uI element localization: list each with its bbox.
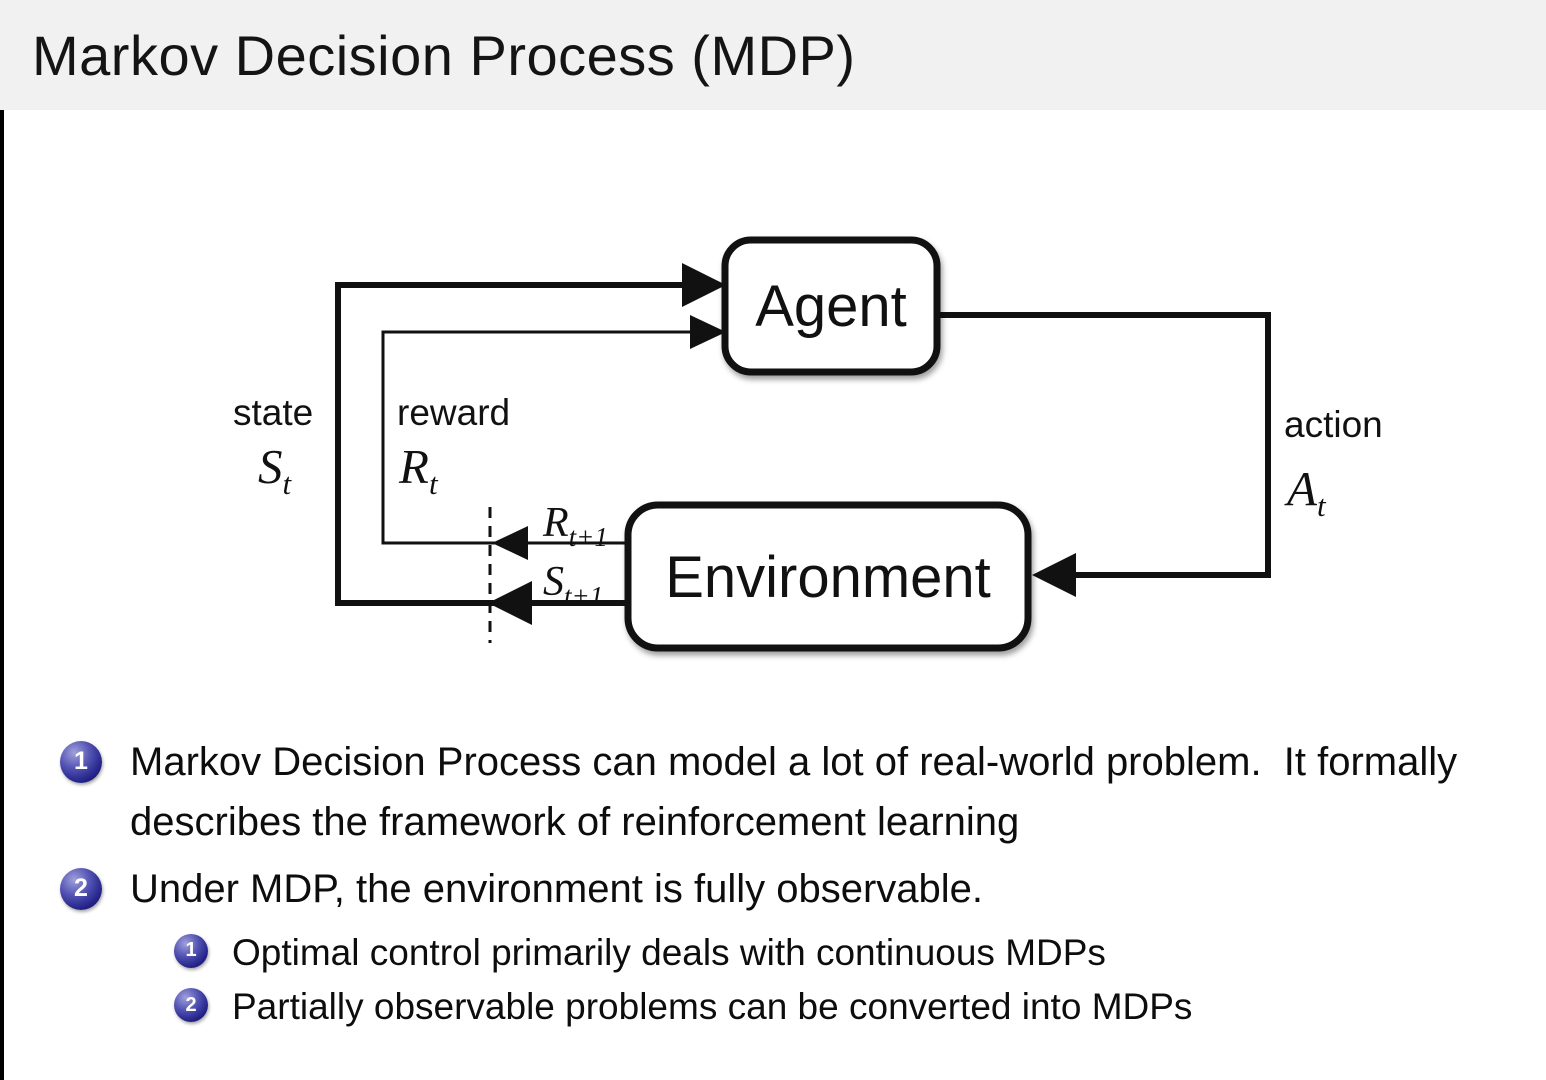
reward-label: reward xyxy=(397,392,510,433)
slide-left-border xyxy=(0,0,4,1080)
state-next-arrowhead-icon xyxy=(488,581,532,625)
action-symbol: At xyxy=(1284,461,1327,523)
list-item-text: Under MDP, the environment is fully obse… xyxy=(130,867,984,911)
sub-list-item: 1 Optimal control primarily deals with c… xyxy=(174,926,1466,980)
list-item: 1 Markov Decision Process can model a lo… xyxy=(60,732,1466,852)
state-into-agent-arrowhead-icon xyxy=(682,263,726,307)
environment-box-label: Environment xyxy=(665,545,991,610)
reward-symbol: Rt xyxy=(398,439,439,501)
slide-title-bar: Markov Decision Process (MDP) xyxy=(0,0,1546,110)
action-label: action xyxy=(1284,404,1383,445)
enumeration-ball-1: 1 xyxy=(60,741,102,783)
page-title: Markov Decision Process (MDP) xyxy=(32,23,856,87)
sub-list-item-text: Partially observable problems can be con… xyxy=(232,986,1193,1028)
sub-bullet-list: 1 Optimal control primarily deals with c… xyxy=(174,926,1466,1035)
reward-into-agent-arrowhead-icon xyxy=(690,315,726,349)
state-symbol: St xyxy=(258,439,293,501)
list-item-text: Markov Decision Process can model a lot … xyxy=(130,740,1458,844)
reward-next-symbol: Rt+1 xyxy=(542,500,608,552)
agent-box-label: Agent xyxy=(755,274,907,339)
reward-next-arrowhead-icon xyxy=(492,526,528,560)
list-item: 2 Under MDP, the environment is fully ob… xyxy=(60,859,1466,919)
action-loop-line xyxy=(934,312,1271,578)
sub-enumeration-ball-2: 2 xyxy=(174,988,208,1023)
state-loop-line xyxy=(335,282,720,606)
state-next-symbol: St+1 xyxy=(543,559,603,611)
agent-box xyxy=(721,236,941,376)
action-into-environment-arrowhead-icon xyxy=(1032,553,1076,597)
mdp-agent-environment-diagram: Agent Environment state reward action St… xyxy=(233,236,1383,652)
environment-box xyxy=(624,501,1032,652)
sub-enumeration-ball-1: 1 xyxy=(174,934,208,968)
enumeration-ball-2: 2 xyxy=(60,868,102,910)
bullet-list: 1 Markov Decision Process can model a lo… xyxy=(60,732,1466,1035)
state-label: state xyxy=(233,392,313,433)
sub-list-item: 2 Partially observable problems can be c… xyxy=(174,980,1466,1034)
sub-list-item-text: Optimal control primarily deals with con… xyxy=(232,932,1106,973)
